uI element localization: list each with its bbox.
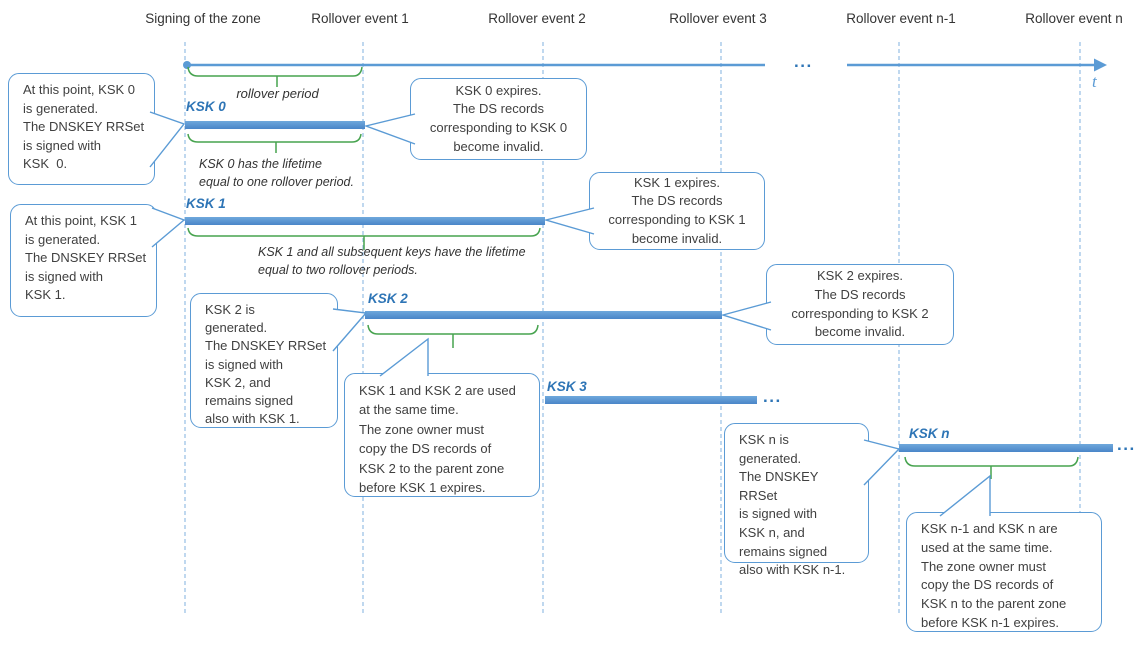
ksk0-label: KSK 0 [186, 99, 226, 114]
callout-ksk2-generated: KSK 2 is generated. The DNSKEY RRSet is … [190, 293, 338, 428]
event-label-rollover-1: Rollover event 1 [311, 11, 409, 26]
callout-ksk1-expires: KSK 1 expires. The DS records correspond… [589, 172, 765, 250]
ksk2-bar [365, 311, 722, 319]
ksk1-bar [185, 217, 545, 225]
axis-arrowhead [1094, 58, 1107, 72]
pointer-ksk0-generated [149, 111, 186, 168]
event-label-rollover-n-1: Rollover event n-1 [846, 11, 956, 26]
ksk0-bar [185, 121, 365, 129]
callout-ksk1-generated: At this point, KSK 1 is generated. The D… [10, 204, 157, 317]
time-axis [183, 58, 1107, 72]
callout-kskn-generated: KSK n is generated. The DNSKEY RRSet is … [724, 423, 869, 577]
callout-kskn1-overlap: KSK n-1 and KSK n are used at the same t… [906, 512, 1102, 632]
callout-ksk12-overlap: KSK 1 and KSK 2 are used at the same tim… [344, 373, 540, 497]
ksk3-label: KSK 3 [547, 379, 587, 394]
ksk1-label: KSK 1 [186, 196, 226, 211]
kskn-bar [899, 444, 1113, 452]
ksk3-continues-ellipsis: ... [763, 387, 782, 406]
event-label-rollover-2: Rollover event 2 [488, 11, 586, 26]
axis-gap-ellipsis: ... [794, 52, 813, 71]
callout-ksk2-expires: KSK 2 expires. The DS records correspond… [766, 264, 954, 345]
kskn-label: KSK n [909, 426, 950, 441]
kskn-continues-ellipsis: ... [1117, 435, 1136, 454]
event-label-rollover-3: Rollover event 3 [669, 11, 767, 26]
callout-ksk0-expires: KSK 0 expires. The DS records correspond… [410, 78, 587, 160]
event-label-rollover-n: Rollover event n [1025, 11, 1123, 26]
pointer-kskn1-overlap [939, 474, 991, 517]
pointer-ksk12-overlap [379, 337, 429, 377]
pointer-kskn-generated [863, 439, 901, 486]
pointer-ksk0-expires [363, 113, 416, 145]
ksk12-overlap-brace [367, 324, 539, 348]
time-axis-label: t [1092, 72, 1097, 91]
kskn-overlap-brace [904, 456, 1079, 479]
callout-ksk0-generated: At this point, KSK 0 is generated. The D… [8, 73, 155, 185]
pointer-ksk2-expires [720, 301, 772, 331]
rollover-period-label: rollover period [236, 86, 319, 101]
ksk0-lifetime-brace [187, 133, 362, 153]
ksk1-lifetime-note: KSK 1 and all subsequent keys have the l… [258, 245, 526, 277]
ksk0-lifetime-note: KSK 0 has the lifetime equal to one roll… [199, 157, 354, 189]
ksk3-bar [545, 396, 757, 404]
axis-start-dot [183, 61, 191, 69]
ksk2-label: KSK 2 [368, 291, 408, 306]
pointer-ksk1-expires [543, 207, 595, 235]
rollover-period-brace [187, 66, 363, 87]
event-label-signing: Signing of the zone [145, 11, 261, 26]
